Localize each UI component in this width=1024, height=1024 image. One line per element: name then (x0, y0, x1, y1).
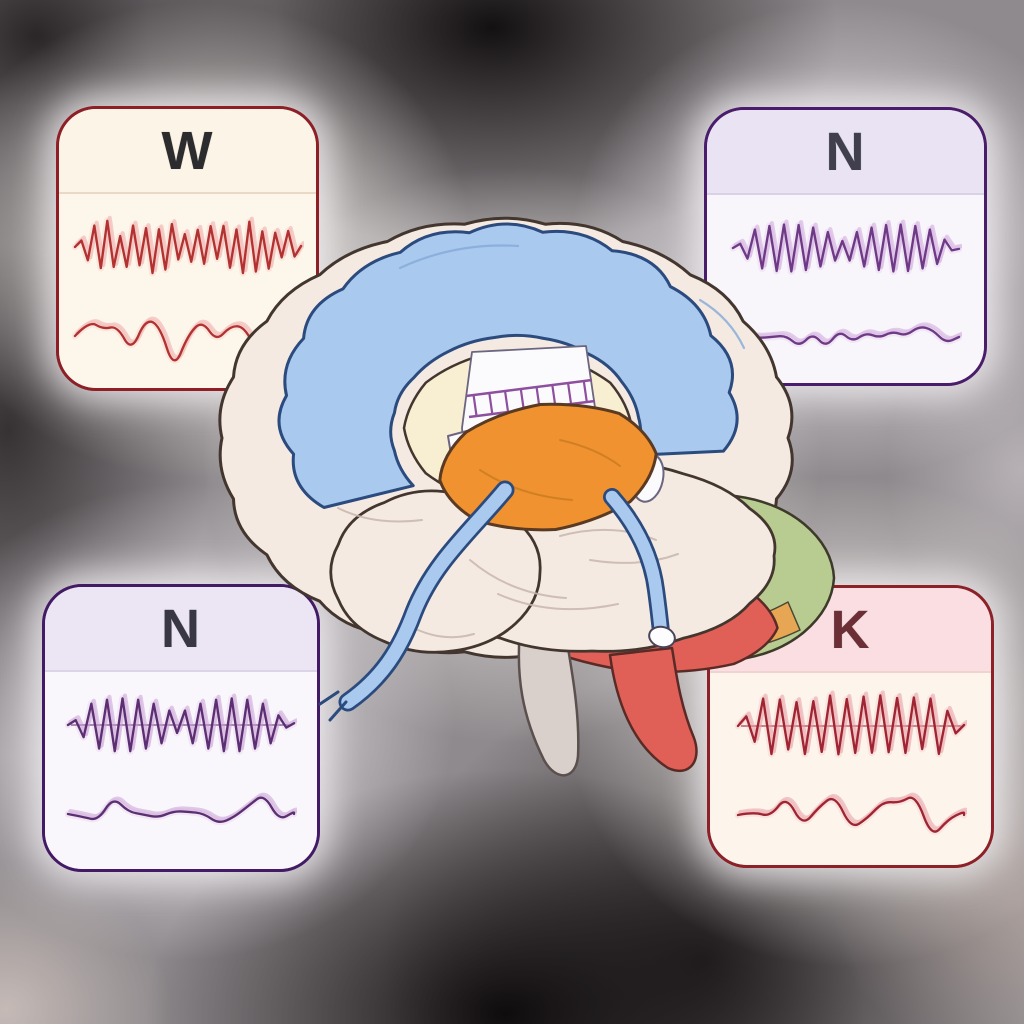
brain-ladder-rung (519, 388, 525, 411)
brain-fornix-left-outline (338, 480, 515, 712)
brain-fornix-left (341, 483, 512, 709)
eeg-trace-bottom (734, 792, 967, 835)
eeg-card-bottom-right: K (707, 585, 994, 868)
brain-thalamus-sketch (559, 439, 621, 467)
brain-sketch-line (417, 629, 475, 639)
brain-white-band (461, 345, 599, 507)
brain-sketch-line (469, 559, 567, 599)
card-body (710, 673, 991, 865)
brain-sketch-line (337, 507, 423, 523)
card-body (45, 672, 317, 869)
brain-fornix-fork (318, 690, 340, 706)
brain-ladder-rung (582, 380, 588, 403)
brain-thalamus-sketch (479, 469, 573, 501)
brain-ladder-rail (468, 399, 596, 419)
eeg-card-top-right: N (704, 107, 987, 386)
brain-spinal-stalk (517, 628, 580, 777)
brain-central-oval (402, 350, 634, 506)
brain-brainstem-tongue (608, 646, 698, 773)
brain-ladder-rung (535, 386, 541, 409)
eeg-trace-bottom (65, 792, 297, 826)
card-header: N (707, 110, 984, 195)
card-body (707, 195, 984, 383)
brain-sketch-line (317, 430, 381, 443)
stage-letter-n2: N (161, 598, 201, 659)
brain-ladder-rung (503, 390, 510, 413)
eeg-trace-bottom (729, 322, 962, 348)
stage-letter-n1: N (825, 121, 866, 182)
eeg-card-top-left: W (56, 106, 319, 391)
eeg-trace-top (729, 219, 962, 275)
brain-sketch-line (497, 593, 619, 611)
brain-blue-band (277, 222, 739, 509)
brain-thalamus (438, 402, 658, 532)
brain-lower-lobe-left (329, 489, 542, 654)
card-body (59, 194, 316, 388)
brain-sketch-line (589, 553, 679, 564)
brain-ladder-rung (488, 392, 494, 415)
brain-sketch-line (559, 528, 657, 541)
card-header: N (45, 587, 317, 672)
card-header: W (59, 109, 316, 194)
stage-letter-k: K (830, 599, 871, 660)
brain-ladder-rung (566, 382, 573, 405)
eeg-card-bottom-left: N (42, 584, 320, 872)
brain-ladder-rung (472, 394, 478, 417)
card-header: K (710, 588, 991, 673)
eeg-trace-top (734, 690, 967, 758)
eeg-trace-top (71, 215, 304, 277)
brain-ladder-rung (551, 384, 557, 407)
stage-letter-w: W (161, 120, 214, 181)
eeg-trace-bottom (71, 316, 304, 364)
brain-white-nub-left (447, 427, 489, 497)
brain-fornix-tip (648, 625, 676, 649)
brain-band-sketch (398, 244, 520, 270)
brain-fornix-fork (328, 700, 348, 722)
eeg-trace-top (65, 693, 297, 755)
brain-fornix-right-outline (603, 488, 670, 641)
brain-ladder-rail (465, 378, 593, 398)
brain-white-nub-right (631, 453, 665, 503)
brain-fornix-right (605, 490, 668, 639)
